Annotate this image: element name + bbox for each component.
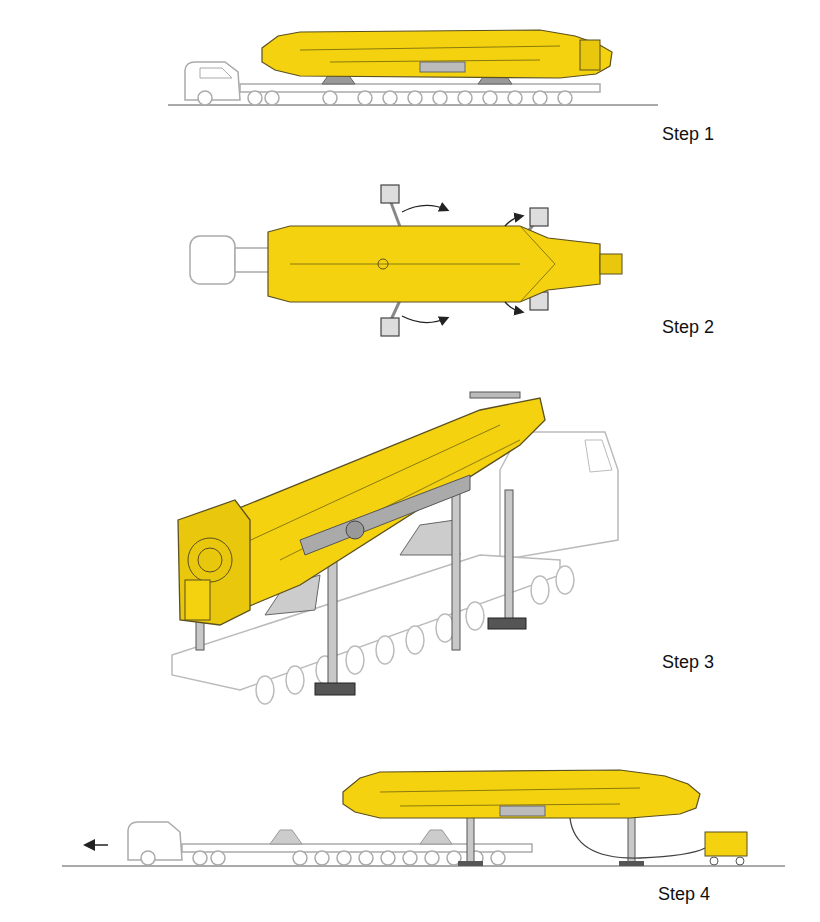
step-label: Step 4 [658, 884, 710, 905]
step-label: Step 3 [662, 652, 714, 673]
step-label: Step 1 [662, 124, 714, 145]
step2-figure [190, 185, 622, 336]
step1-figure [168, 30, 658, 105]
step-label: Step 2 [662, 317, 714, 338]
step4-figure [62, 770, 785, 866]
step3-figure [172, 392, 618, 704]
